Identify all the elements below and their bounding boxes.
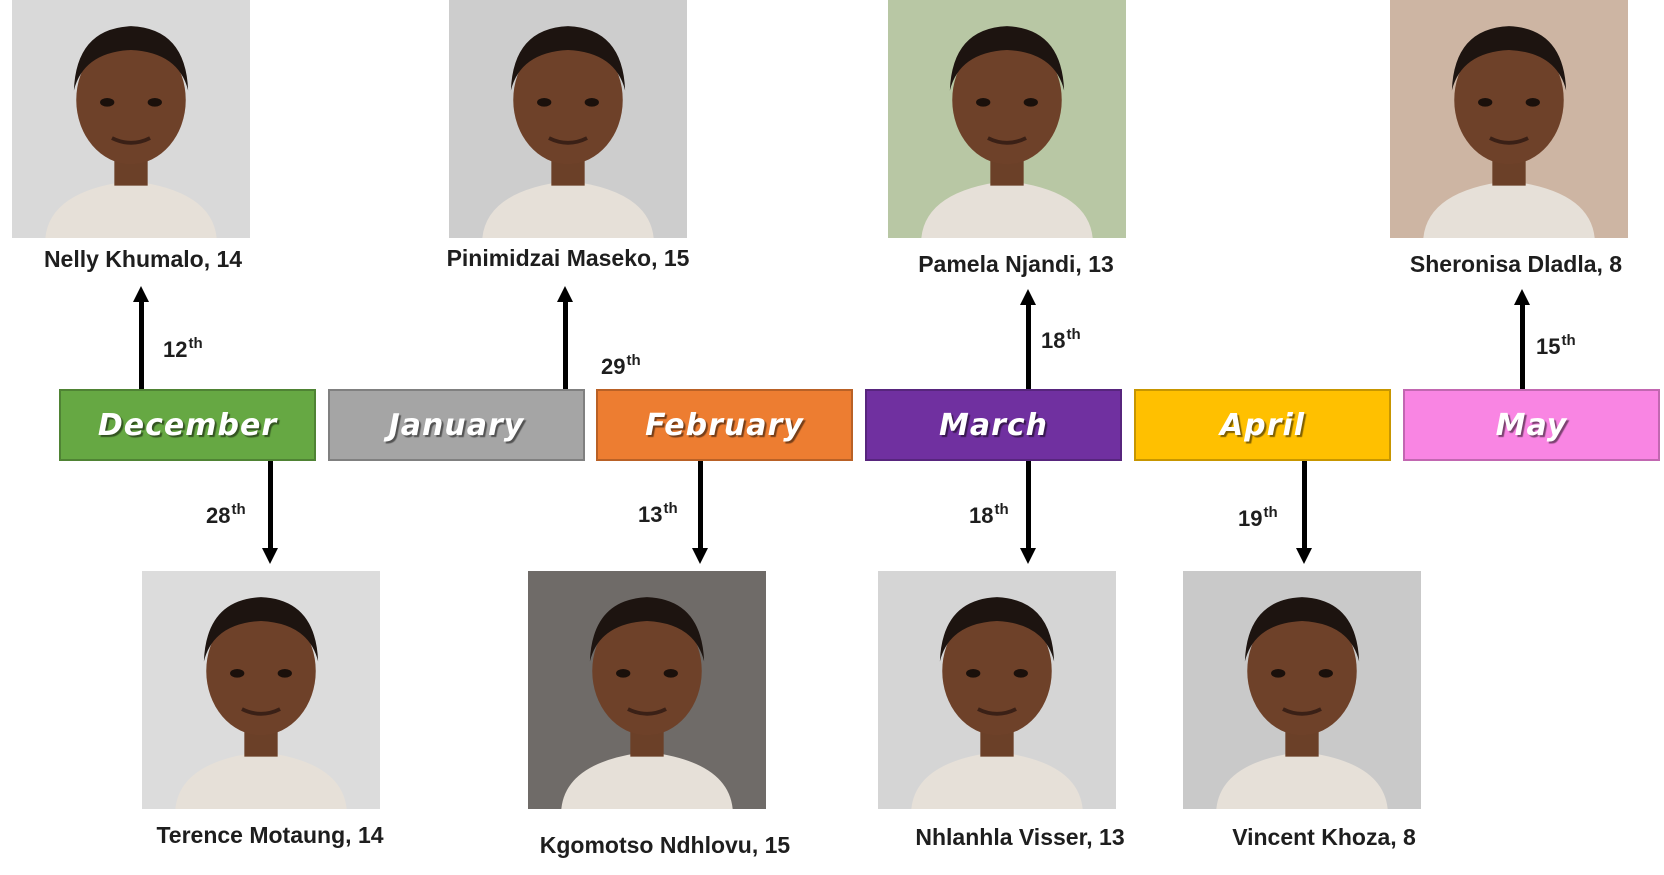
portrait-sheronisa-dladla xyxy=(1390,0,1628,238)
date-terence: 28th xyxy=(206,501,246,528)
month-january: January xyxy=(328,389,585,461)
arrow-up-nelly xyxy=(133,286,149,389)
name-kgomotso-ndhlovu: Kgomotso Ndhlovu, 15 xyxy=(539,832,791,858)
arrow-up-pamela xyxy=(1020,289,1036,389)
date-nelly: 12th xyxy=(163,335,203,362)
name-nhlanhla-visser: Nhlanhla Visser, 13 xyxy=(915,824,1125,850)
name-pamela-njandi: Pamela Njandi, 13 xyxy=(918,251,1114,277)
date-pamela: 18th xyxy=(1041,326,1081,353)
portrait-pamela-njandi xyxy=(888,0,1126,238)
name-sheronisa-dladla: Sheronisa Dladla, 8 xyxy=(1409,251,1623,277)
date-vincent: 19th xyxy=(1238,504,1278,531)
date-pinimidzai: 29th xyxy=(601,352,641,379)
portrait-vincent-khoza xyxy=(1183,571,1421,809)
arrow-down-terence xyxy=(262,461,278,564)
date-nhlanhla: 18th xyxy=(969,501,1009,528)
month-march: March xyxy=(865,389,1122,461)
month-december: December xyxy=(59,389,316,461)
portrait-nelly-khumalo xyxy=(12,0,250,238)
portrait-terence-motaung xyxy=(142,571,380,809)
name-nelly-khumalo: Nelly Khumalo, 14 xyxy=(43,246,243,272)
arrow-up-pinimidzai xyxy=(557,286,573,389)
arrow-down-vincent xyxy=(1296,461,1312,564)
month-may: May xyxy=(1403,389,1660,461)
portrait-kgomotso-ndhlovu xyxy=(528,571,766,809)
portrait-nhlanhla-visser xyxy=(878,571,1116,809)
name-terence-motaung: Terence Motaung, 14 xyxy=(156,822,384,848)
month-february: February xyxy=(596,389,853,461)
date-sheronisa: 15th xyxy=(1536,332,1576,359)
month-april: April xyxy=(1134,389,1391,461)
arrow-down-nhlanhla xyxy=(1020,461,1036,564)
name-vincent-khoza: Vincent Khoza, 8 xyxy=(1232,824,1416,850)
arrow-down-kgomotso xyxy=(692,461,708,564)
arrow-up-sheronisa xyxy=(1514,289,1530,389)
date-kgomotso: 13th xyxy=(638,500,678,527)
portrait-pinimidzai-maseko xyxy=(449,0,687,238)
name-pinimidzai-maseko: Pinimidzai Maseko, 15 xyxy=(446,245,690,271)
